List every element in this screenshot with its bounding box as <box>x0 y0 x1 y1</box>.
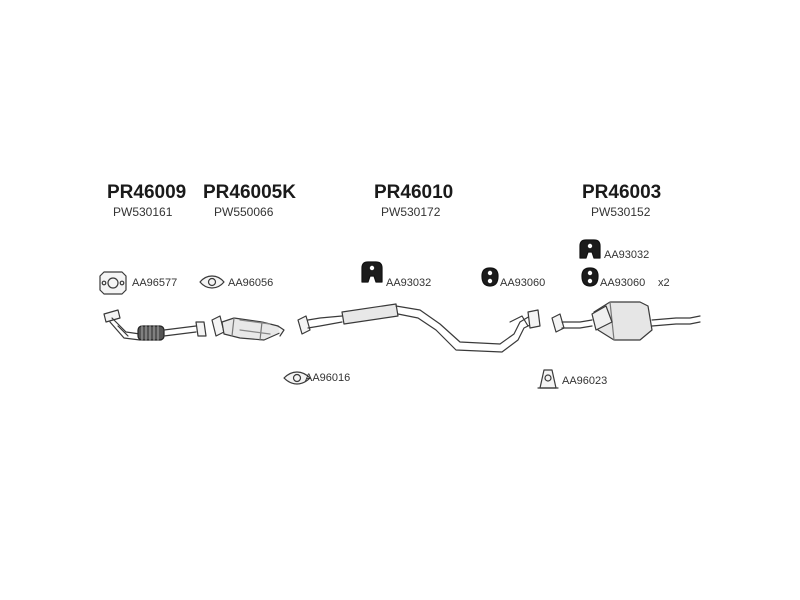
component-code-label: AA93060 <box>500 277 546 289</box>
component-code-label: AA93032 <box>386 277 432 289</box>
component-code-label: AA96577 <box>132 277 178 289</box>
gasket-icon <box>199 275 225 289</box>
gasket-icon <box>99 271 127 295</box>
component-code-label: AA93032 <box>604 249 650 261</box>
rubber-hanger-icon <box>579 239 601 259</box>
ref-number-middle-silencer: PW530172 <box>381 205 441 219</box>
part-number-front-pipe: PR46009 <box>107 182 187 203</box>
part-number-catalytic-converter: PR46005K <box>203 182 296 203</box>
component-code-label: AA96056 <box>228 277 274 289</box>
part-number-middle-silencer: PR46010 <box>374 182 454 203</box>
component-code-label: AA93060 <box>600 277 646 289</box>
rubber-ring-icon <box>581 267 599 287</box>
rubber-ring-icon <box>481 267 499 287</box>
bracket-icon <box>537 369 559 389</box>
component-quantity-label: x2 <box>658 277 670 289</box>
rear-silencer-drawing <box>551 301 701 341</box>
ref-number-front-pipe: PW530161 <box>113 205 173 219</box>
part-number-rear-silencer: PR46003 <box>582 182 662 203</box>
front-pipe-drawing <box>103 309 207 341</box>
component-code-label: AA96016 <box>305 372 351 384</box>
ref-number-catalytic-converter: PW550066 <box>214 205 274 219</box>
component-code-label: AA96023 <box>562 375 608 387</box>
catalytic-converter-drawing <box>211 315 285 341</box>
rubber-hanger-icon <box>361 261 383 283</box>
ref-number-rear-silencer: PW530152 <box>591 205 651 219</box>
middle-silencer-drawing <box>297 303 541 353</box>
gasket-icon <box>283 371 311 385</box>
